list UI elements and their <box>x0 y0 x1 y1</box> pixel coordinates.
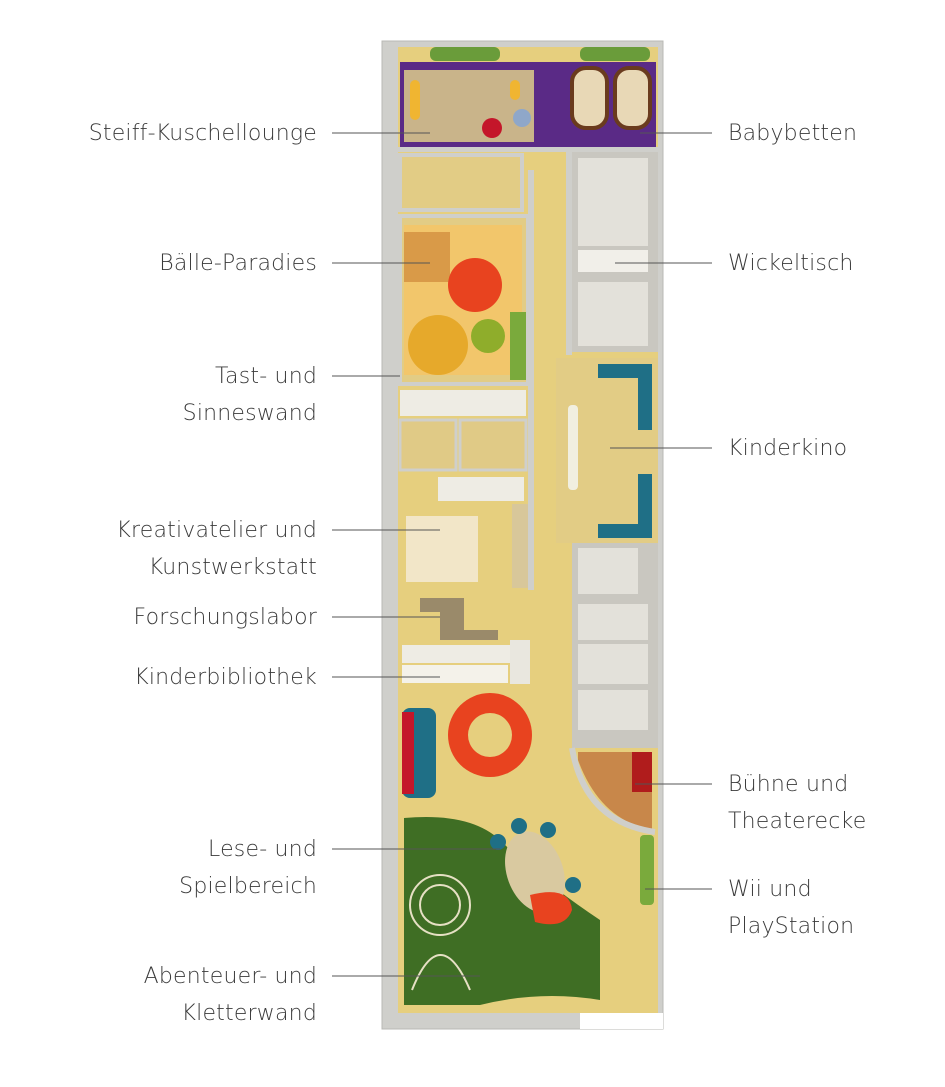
game-station <box>640 835 654 905</box>
climbing-dome <box>419 884 461 926</box>
atelier-table <box>406 516 478 582</box>
atelier-counter <box>438 477 524 501</box>
label-wii-und-playstation: Wii und PlayStation <box>728 877 855 939</box>
label-baelle-paradies: Bälle-Paradies <box>159 251 317 276</box>
cubby <box>398 418 458 472</box>
label-buehne-und-theaterecke: Bühne und Theaterecke <box>728 772 867 834</box>
label-babybetten: Babybetten <box>728 121 858 146</box>
cinema-screen <box>568 405 578 490</box>
small-room <box>398 153 524 212</box>
play-area-turf <box>404 816 600 1005</box>
plant-strip <box>430 47 500 61</box>
stage-curve-wall <box>569 747 656 835</box>
cubby <box>458 418 528 472</box>
label-abenteuer-und-kletterwand: Abenteuer- und Kletterwand <box>143 964 317 1026</box>
label-tast-und-sinneswand: Tast- und Sinneswand <box>182 364 317 426</box>
restroom <box>578 644 648 684</box>
label-kreativatelier: Kreativatelier und Kunstwerkstatt <box>116 518 317 580</box>
restroom <box>578 282 648 346</box>
label-forschungslabor: Forschungslabor <box>133 605 317 630</box>
reading-chairs-red <box>402 712 414 794</box>
library-shelf <box>402 665 508 683</box>
reading-ring-center <box>468 713 512 757</box>
corridor-wall <box>566 150 572 355</box>
library-shelf <box>402 645 528 663</box>
library-kiosk <box>510 640 530 684</box>
restroom <box>578 690 648 730</box>
crib <box>613 66 652 130</box>
atelier-cabinet <box>512 504 528 588</box>
stool <box>482 118 502 138</box>
ball-pit-circle-yellow <box>408 315 468 375</box>
label-steiff-kuschellounge: Steiff-Kuschellounge <box>88 121 317 146</box>
cinema-seating <box>598 474 652 538</box>
restroom <box>578 548 638 594</box>
corridor-wall <box>528 170 534 590</box>
climbing-dome <box>409 874 471 936</box>
label-lese-und-spielbereich: Lese- und Spielbereich <box>179 837 317 899</box>
play-rug-red <box>530 892 572 925</box>
stool <box>540 822 556 838</box>
entrance-gap <box>580 1013 663 1029</box>
restroom <box>578 604 648 640</box>
changing-table <box>578 250 648 272</box>
sensory-wall-green <box>510 312 526 380</box>
stool <box>490 834 506 850</box>
lab-bench <box>420 598 498 640</box>
stool <box>565 877 581 893</box>
label-kinderbibliothek: Kinderbibliothek <box>134 665 317 690</box>
label-kinderkino: Kinderkino <box>728 436 848 461</box>
ball-pit-circle-red <box>448 258 502 312</box>
locker-row <box>400 390 526 416</box>
label-wickeltisch: Wickeltisch <box>728 251 854 276</box>
plant-strip <box>580 47 650 61</box>
stool <box>513 109 531 127</box>
leader-lines <box>332 132 712 977</box>
wall <box>398 147 658 152</box>
stool <box>511 818 527 834</box>
cushion <box>410 80 420 120</box>
climbing-arch <box>411 954 471 991</box>
ball-pit-circle-green <box>471 319 505 353</box>
restroom <box>578 158 648 246</box>
crib <box>570 66 609 130</box>
ball-pit-ramp <box>404 232 450 282</box>
cinema-seating <box>598 364 652 430</box>
stage-curtain <box>632 752 652 792</box>
cushion <box>510 80 520 100</box>
